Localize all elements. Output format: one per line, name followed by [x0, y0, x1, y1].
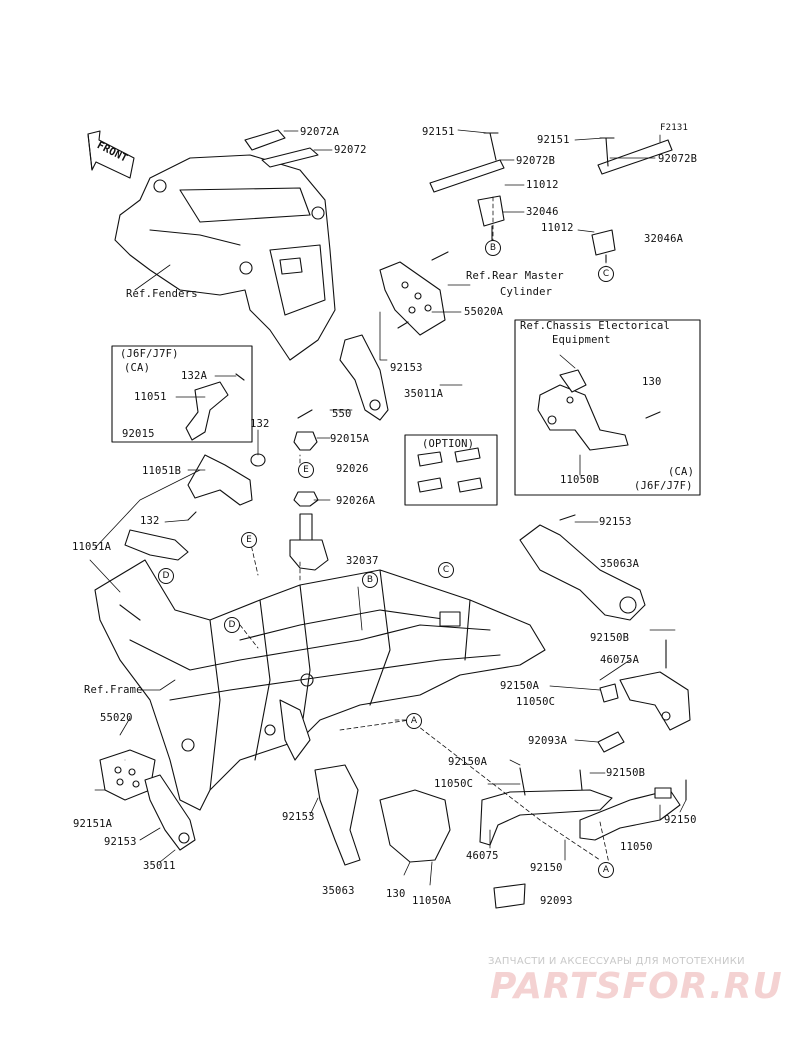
part-11051A: 11051A [72, 541, 112, 553]
part-32046A: 32046A [644, 233, 684, 245]
part-92150B: 92150B [590, 632, 630, 644]
part-55020: 55020 [100, 712, 133, 724]
part-92015A: 92015A [330, 433, 370, 445]
part-11012: 11012 [541, 222, 574, 234]
variant-box-title: (J6F/J7F) [120, 348, 179, 360]
rear-fender-drawing [114, 154, 336, 361]
option-box-title: (OPTION) [422, 438, 475, 450]
part-92093A: 92093A [528, 735, 568, 747]
part-11012: 11012 [526, 179, 559, 191]
part-92150A: 92150A [448, 756, 488, 768]
part-32037: 32037 [346, 555, 379, 567]
ca-model-label: (J6F/J7F) [634, 480, 693, 492]
part-92015: 92015 [122, 428, 155, 440]
part-11051B: 11051B [142, 465, 182, 477]
marker-a-right: A [598, 862, 614, 878]
part-46075A: 46075A [600, 654, 640, 666]
part-92150: 92150 [664, 814, 697, 826]
part-92151: 92151 [422, 126, 455, 138]
part-92072A: 92072A [300, 126, 340, 138]
footrest-plate-55020A [339, 251, 449, 421]
ref-rear-master-line1: Ref.Rear Master [466, 270, 564, 282]
part-11050C: 11050C [434, 778, 474, 790]
ref-frame: Ref.Frame [84, 684, 143, 696]
part-132A: 132A [181, 370, 208, 382]
part-130: 130 [386, 888, 406, 900]
part-11050C: 11050C [516, 696, 556, 708]
marker-b-top: B [485, 240, 501, 256]
part-46075: 46075 [466, 850, 499, 862]
part-92093: 92093 [540, 895, 573, 907]
marker-b-frame: B [362, 572, 378, 588]
marker-a-frame: A [406, 713, 422, 729]
part-55020A: 55020A [464, 306, 504, 318]
variant-box-sub: (CA) [124, 362, 151, 374]
part-35011: 35011 [143, 860, 176, 872]
diagram-code: F2131 [660, 123, 689, 133]
main-frame-drawing [94, 559, 546, 811]
part-92026A: 92026A [336, 495, 376, 507]
part-11050: 11050 [620, 841, 653, 853]
ref-rear-master-line2: Cylinder [500, 286, 553, 298]
part-92072: 92072 [334, 144, 367, 156]
ref-chassis-elec-line1: Ref.Chassis Electorical [520, 320, 670, 332]
part-92072B: 92072B [658, 153, 698, 165]
part-11050A: 11050A [412, 895, 452, 907]
part-92150A: 92150A [500, 680, 540, 692]
part-92150: 92150 [530, 862, 563, 874]
ref-chassis-elec-line2: Equipment [552, 334, 611, 346]
front-arrow-icon [87, 130, 135, 179]
marker-c-top: C [598, 266, 614, 282]
part-92153: 92153 [282, 811, 315, 823]
part-92072B: 92072B [516, 155, 556, 167]
part-92153: 92153 [599, 516, 632, 528]
part-92026: 92026 [336, 463, 369, 475]
watermark-logo: PARTSFOR.RU [490, 966, 783, 1007]
marker-d-left: D [158, 568, 174, 584]
part-132: 132 [250, 418, 270, 430]
marker-e-stack: E [298, 462, 314, 478]
marker-c-frame: C [438, 562, 454, 578]
part-11051: 11051 [134, 391, 167, 403]
part-92151: 92151 [537, 134, 570, 146]
ca-label: (CA) [668, 466, 695, 478]
marker-e-frame: E [241, 532, 257, 548]
ref-fenders: Ref.Fenders [126, 288, 198, 300]
part-35011A: 35011A [404, 388, 444, 400]
watermark-tagline: ЗАПЧАСТИ И АКСЕССУАРЫ ДЛЯ МОТОТЕХНИКИ [488, 956, 745, 967]
part-92153: 92153 [390, 362, 423, 374]
part-35063A: 35063A [600, 558, 640, 570]
part-130: 130 [642, 376, 662, 388]
part-92153: 92153 [104, 836, 137, 848]
part-11050B: 11050B [560, 474, 600, 486]
part-92150B: 92150B [606, 767, 646, 779]
part-550: 550 [332, 408, 352, 420]
marker-d-frame: D [224, 617, 240, 633]
part-32046: 32046 [526, 206, 559, 218]
part-35063: 35063 [322, 885, 355, 897]
part-132: 132 [140, 515, 160, 527]
part-92151A: 92151A [73, 818, 113, 830]
